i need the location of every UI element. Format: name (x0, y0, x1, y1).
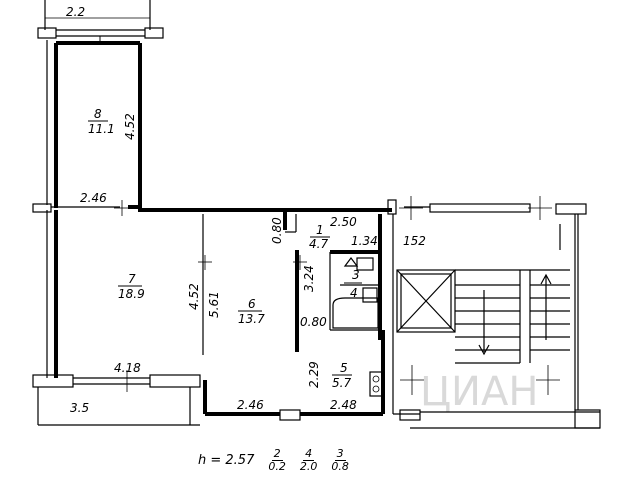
room-6-area: 13.7 (238, 312, 265, 326)
room-3-number: 3 (352, 268, 360, 282)
fraction-3-bottom: 0.8 (331, 460, 349, 473)
dim-room6-bottom: 2.46 (237, 398, 264, 412)
room-7-number: 7 (128, 272, 136, 286)
fraction-1-top: 2 (271, 447, 283, 461)
fraction-1-bottom: 0.2 (268, 460, 286, 473)
dim-room7-bottom: 4.18 (114, 361, 141, 375)
room-7-label: 7 18.9 (118, 272, 145, 301)
dim-bath-width: 1.34 (351, 234, 378, 248)
room-1-area: 4.7 (309, 237, 328, 251)
footer-legend: h = 2.57 2 0.2 4 2.0 3 0.8 (198, 448, 349, 473)
dim-stair-width: 152 (403, 234, 426, 248)
room-7-area: 18.9 (118, 287, 145, 301)
dim-closet-width: 0.80 (270, 217, 284, 244)
room-5-area: 5.7 (332, 376, 351, 390)
fraction-1: 2 0.2 (268, 448, 286, 473)
dim-room8-height: 4.52 (123, 113, 137, 140)
balcony-top (37, 0, 164, 39)
room-6-label: 6 13.7 (238, 297, 265, 326)
room-8-walls (46, 36, 142, 212)
fraction-2: 4 2.0 (300, 448, 318, 473)
dim-kitchen-bottom: 2.48 (330, 398, 357, 412)
ceiling-height: h = 2.57 (198, 453, 255, 468)
room-8-number: 8 (94, 107, 102, 121)
room-8-label: 8 11.1 (88, 107, 115, 136)
room-8-area: 11.1 (88, 122, 115, 136)
dim-room6-height: 5.61 (207, 291, 221, 318)
fraction-3: 3 0.8 (331, 448, 349, 473)
watermark: ЦИАН (420, 369, 538, 415)
axis-markers (99, 36, 560, 395)
room-5-label: 5 5.7 (332, 361, 352, 390)
fraction-2-bottom: 2.0 (299, 460, 318, 473)
room-3-label: 3 4 (344, 268, 362, 300)
room-5-number: 5 (340, 361, 348, 375)
dim-hall-top: 2.50 (330, 215, 357, 229)
dim-balcony-top: 2.2 (66, 5, 85, 19)
dim-room7-top: 2.46 (80, 191, 107, 205)
dim-wc-width: 0.80 (300, 315, 327, 329)
room-1-number: 1 (316, 223, 324, 237)
room-3-area: 4 (350, 286, 358, 300)
fraction-2-top: 4 (303, 447, 315, 461)
fraction-3-top: 3 (334, 447, 346, 461)
dim-bath-height: 3.24 (302, 265, 316, 292)
dim-kitchen-height: 2.29 (307, 361, 321, 388)
room-1-label: 1 4.7 (309, 223, 330, 251)
dimension-labels: 2.2 4.52 2.46 4.52 4.18 3.5 5.61 2.46 2.… (66, 5, 426, 415)
interior-partitions (202, 210, 383, 397)
dim-loggia-bottom: 3.5 (70, 401, 89, 415)
room-6-number: 6 (248, 297, 256, 311)
outer-walls (32, 199, 601, 429)
dim-room7-height: 4.52 (187, 283, 201, 310)
stair-block (396, 224, 570, 364)
